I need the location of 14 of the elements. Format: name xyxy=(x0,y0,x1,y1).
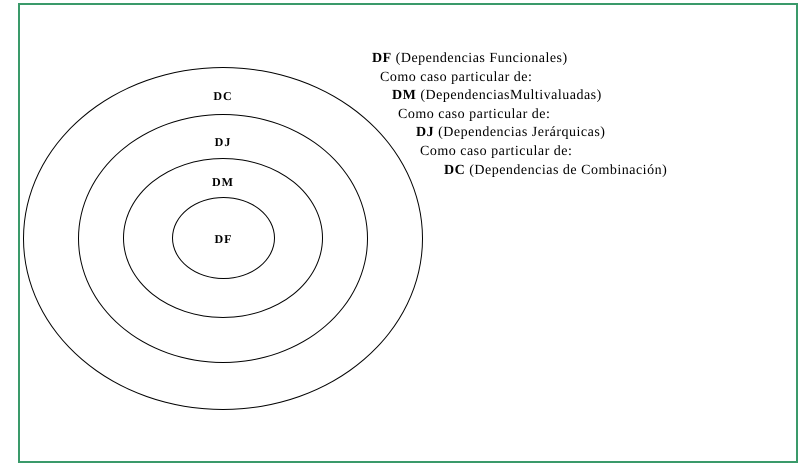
definition-text: Como caso particular de: xyxy=(380,68,532,87)
ellipse xyxy=(123,158,323,318)
definition-text: Como caso particular de: xyxy=(420,143,572,161)
definition-text: Como caso particular de: xyxy=(398,106,550,124)
definition-text: DM (DependenciasMultivaluadas) xyxy=(392,87,602,106)
definition-text: DJ (Dependencias Jerárquicas) xyxy=(416,124,606,142)
definition-text: DC (Dependencias de Combinación) xyxy=(444,162,668,180)
set-label: DF xyxy=(214,232,232,246)
set-label: DM xyxy=(212,175,234,189)
set-label: DJ xyxy=(214,135,232,149)
ellipse xyxy=(172,197,275,279)
ellipse xyxy=(78,114,368,363)
definition-text: DF (Dependencias Funcionales) xyxy=(372,50,568,68)
set-label: DC xyxy=(213,89,233,103)
